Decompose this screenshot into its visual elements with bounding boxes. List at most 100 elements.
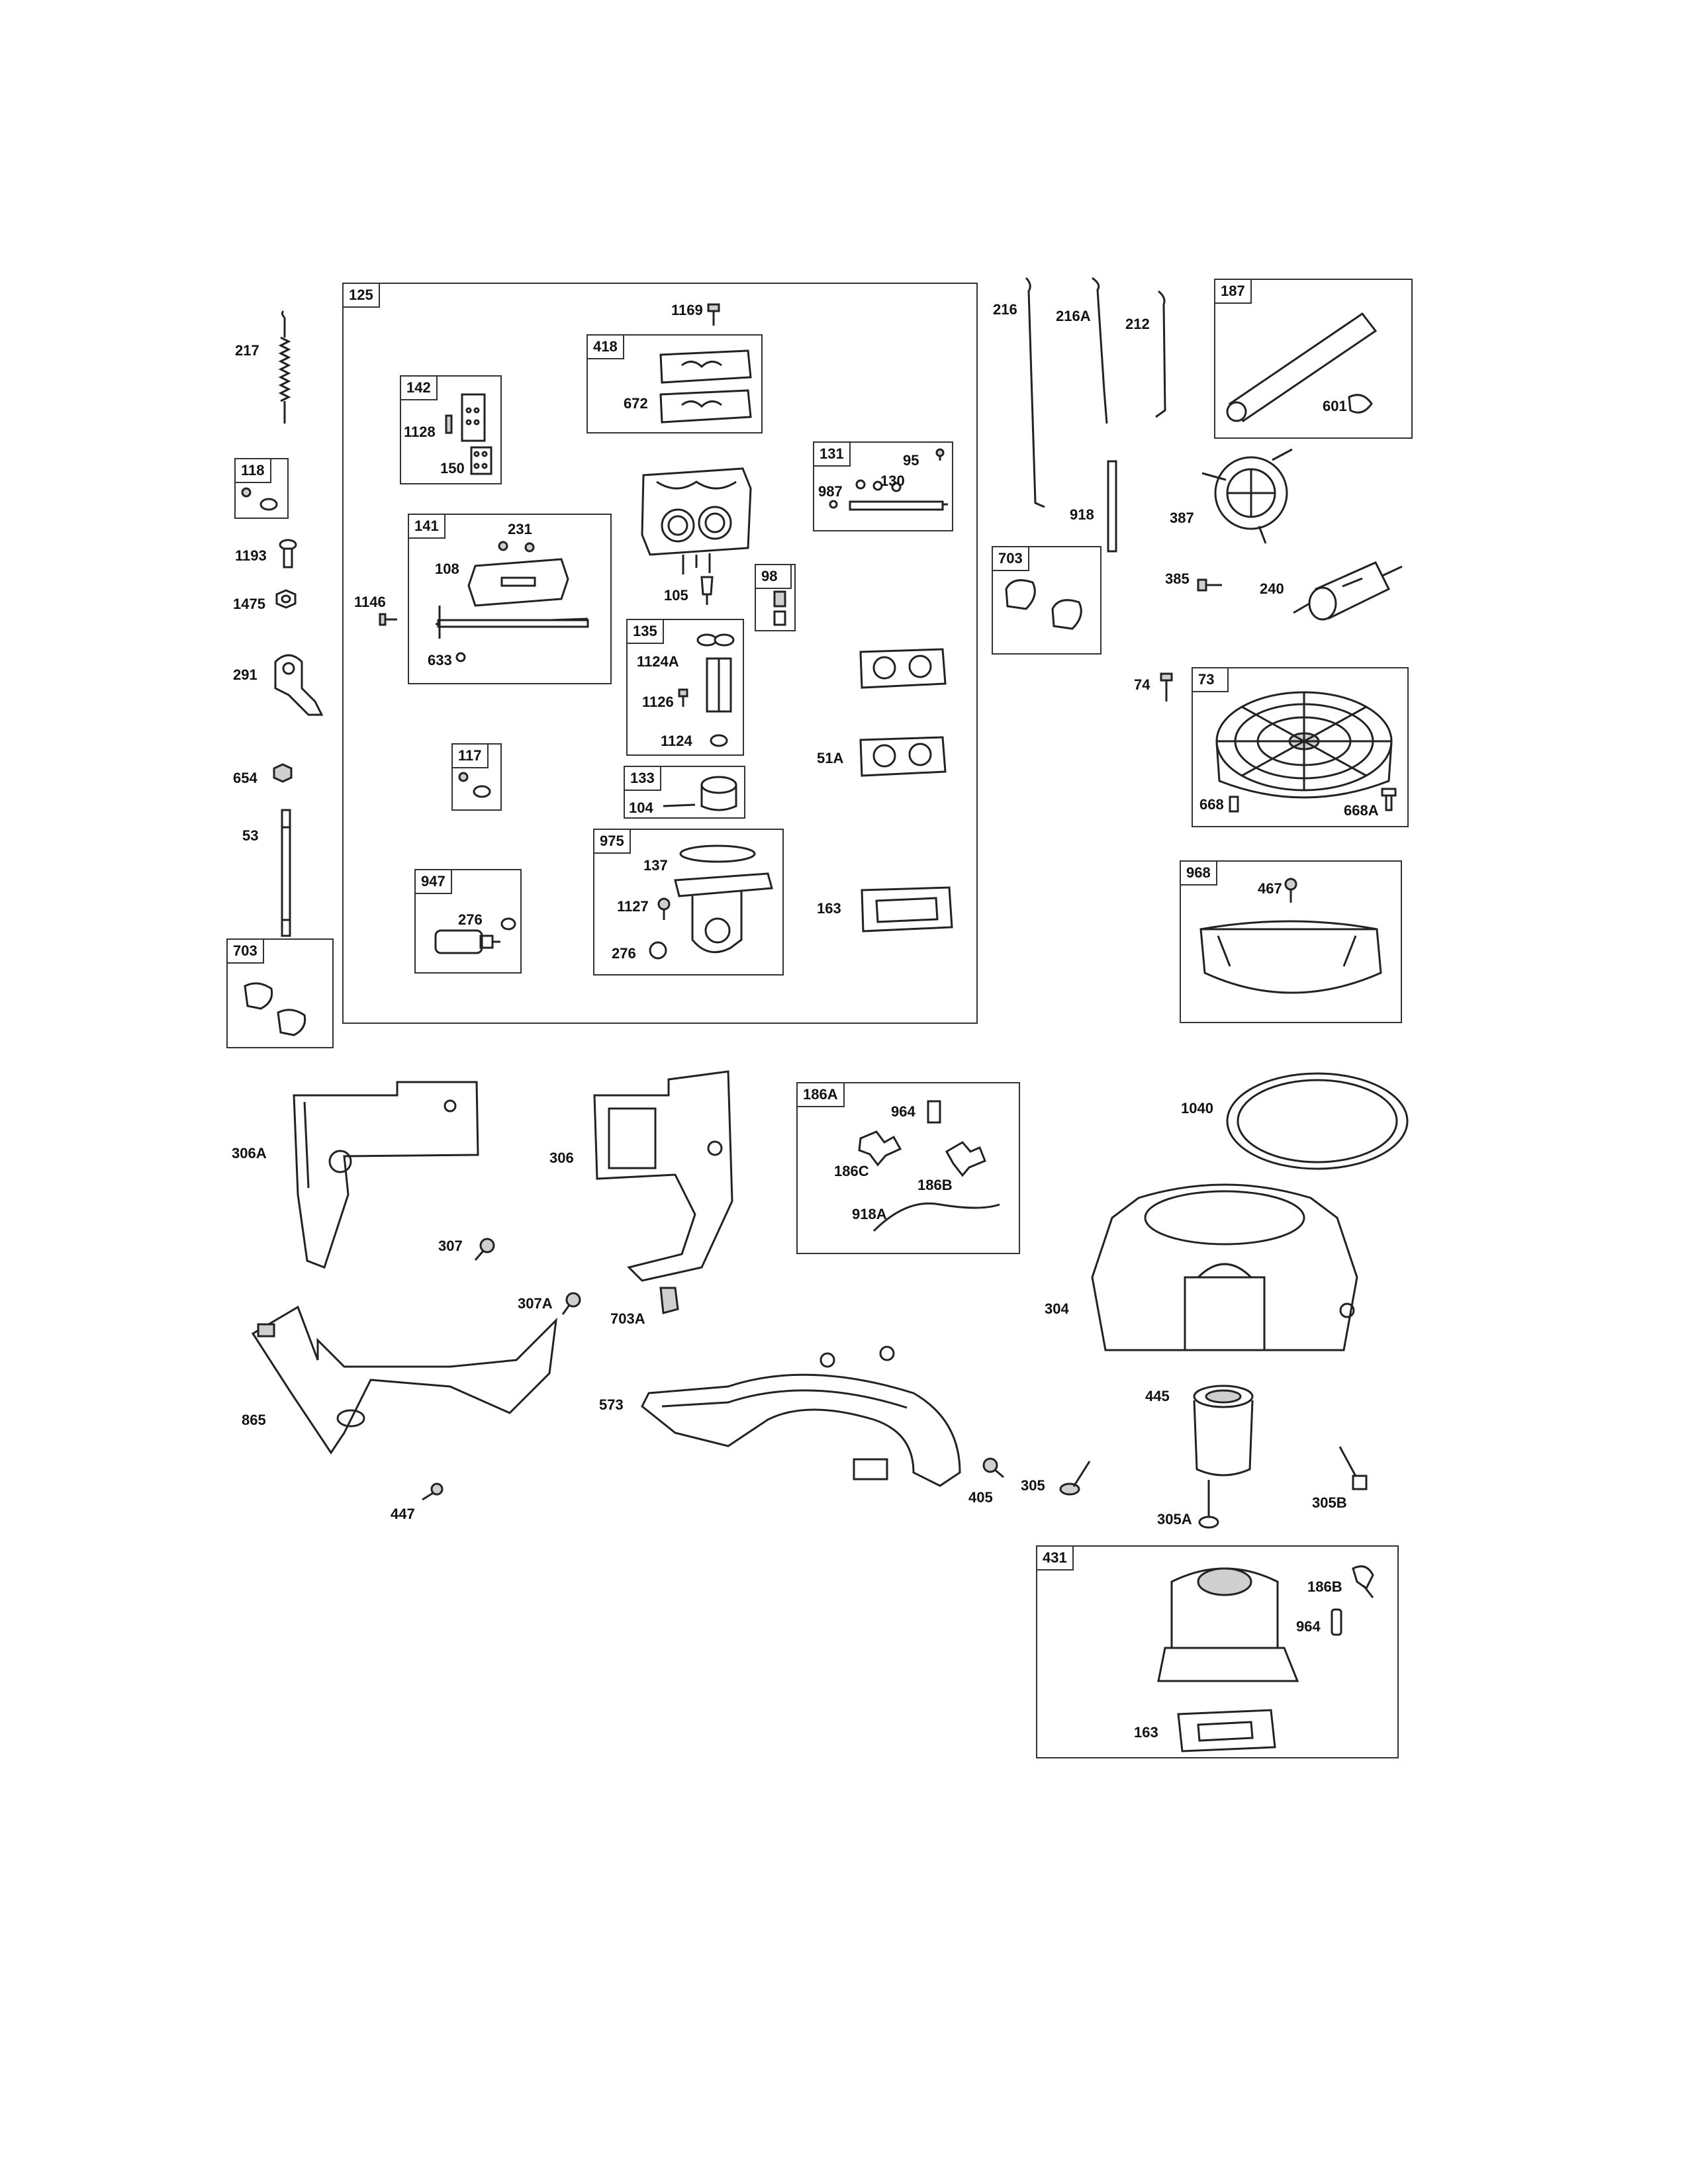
plate-142-drawing — [445, 393, 492, 475]
callout-216A: 216A — [1056, 308, 1091, 324]
screw-305-drawing — [1059, 1461, 1091, 1496]
callout-291: 291 — [233, 666, 258, 683]
group-135-box: 135 — [626, 619, 744, 756]
callout-1040: 1040 — [1181, 1100, 1213, 1116]
callout-654: 654 — [233, 770, 258, 786]
callout-104: 104 — [629, 799, 653, 816]
callout-307A: 307A — [518, 1295, 553, 1312]
gasket-672-drawing — [659, 349, 752, 424]
parts-135-drawing — [696, 633, 735, 747]
parts-131-drawing — [829, 479, 949, 511]
screen-73-drawing — [1215, 691, 1393, 799]
screw-668a-drawing — [1381, 788, 1397, 811]
callout-987: 987 — [818, 483, 843, 500]
group-431-box: 431 — [1036, 1545, 1399, 1758]
group-98-label: 98 — [756, 565, 792, 589]
tube-918-drawing — [1107, 460, 1117, 553]
callout-217: 217 — [235, 342, 259, 359]
callout-405: 405 — [968, 1489, 993, 1506]
callout-163b: 163 — [1134, 1724, 1158, 1741]
screw-405-drawing — [982, 1457, 1004, 1479]
callout-467: 467 — [1258, 880, 1282, 897]
group-186a-label: 186A — [798, 1083, 845, 1107]
air-cleaner-431-drawing — [1157, 1567, 1299, 1752]
callout-601: 601 — [1323, 398, 1347, 414]
callout-703A: 703A — [610, 1310, 645, 1327]
group-186a-box: 186A — [796, 1082, 1020, 1254]
group-141-box: 141 — [408, 514, 612, 684]
group-135-label: 135 — [628, 620, 664, 644]
group-968-box: 968 — [1180, 860, 1402, 1023]
callout-276a: 276 — [458, 911, 483, 928]
callout-1126: 1126 — [642, 694, 674, 710]
callout-186B-2: 186B — [1307, 1578, 1342, 1595]
fuel-filter-240-drawing — [1293, 561, 1403, 621]
callout-105: 105 — [664, 587, 688, 604]
fuel-pump-387-drawing — [1201, 448, 1293, 544]
callout-447: 447 — [391, 1506, 415, 1522]
shroud-306a-drawing — [293, 1081, 479, 1269]
nut-1475-drawing — [275, 589, 297, 609]
solenoid-947-drawing — [434, 917, 516, 954]
callout-306A: 306A — [232, 1145, 267, 1161]
group-73-label: 73 — [1193, 668, 1229, 692]
callout-276b: 276 — [612, 945, 636, 962]
callout-305B: 305B — [1312, 1494, 1347, 1511]
group-142-box: 142 — [400, 375, 502, 484]
bracket-291-drawing — [274, 654, 324, 716]
bracket-865-drawing — [251, 1305, 558, 1455]
group-975-label: 975 — [594, 830, 631, 854]
gasket-163a-drawing — [861, 886, 953, 933]
callout-95: 95 — [903, 452, 919, 469]
callout-672: 672 — [624, 395, 648, 412]
callout-445: 445 — [1145, 1388, 1170, 1404]
callout-240: 240 — [1260, 580, 1284, 597]
parts-141-drawing — [435, 541, 589, 662]
callout-1169: 1169 — [671, 302, 703, 318]
parts-118-drawing — [241, 487, 278, 511]
clamps-703b-drawing — [244, 982, 306, 1036]
parts-98-drawing — [773, 590, 786, 626]
parts-975-drawing — [674, 844, 773, 954]
callout-387: 387 — [1170, 510, 1194, 526]
housing-304-drawing — [1091, 1183, 1358, 1351]
callout-53: 53 — [242, 827, 259, 844]
callout-74: 74 — [1134, 676, 1150, 693]
group-703a-label: 703 — [993, 547, 1029, 571]
callout-573: 573 — [599, 1396, 624, 1413]
screw-305b-drawing — [1338, 1446, 1368, 1490]
group-187-box: 187 — [1214, 279, 1413, 439]
group-142-label: 142 — [401, 377, 438, 400]
screw-385-drawing — [1197, 578, 1222, 592]
group-73-box: 73 — [1192, 667, 1409, 827]
screw-1126-drawing — [678, 688, 688, 707]
carburetor-body-drawing — [641, 467, 752, 574]
fitting-186b-drawing — [1352, 1565, 1374, 1598]
screw-1127-drawing — [657, 897, 671, 920]
callout-150: 150 — [440, 460, 465, 477]
nut-654-drawing — [273, 763, 293, 783]
cover-968-drawing — [1199, 878, 1382, 994]
callout-1124A: 1124A — [637, 653, 679, 670]
screw-307a-drawing — [561, 1292, 581, 1315]
callout-304: 304 — [1045, 1300, 1069, 1317]
group-703b-box: 703 — [226, 938, 334, 1048]
callout-51A: 51A — [817, 750, 844, 766]
group-131-label: 131 — [814, 443, 851, 467]
group-975-box: 975 — [593, 829, 784, 976]
callout-1193: 1193 — [235, 547, 267, 564]
group-418-label: 418 — [588, 336, 624, 359]
screw-1169-drawing — [707, 303, 720, 326]
group-947-box: 947 — [414, 869, 522, 974]
group-947-label: 947 — [416, 870, 452, 894]
callout-1127: 1127 — [617, 898, 649, 915]
callout-668: 668 — [1199, 796, 1224, 813]
screw-447-drawing — [422, 1482, 444, 1501]
group-125-label: 125 — [344, 284, 380, 308]
screw-307-drawing — [474, 1238, 495, 1261]
group-703a-box: 703 — [992, 546, 1102, 655]
callout-163a: 163 — [817, 900, 841, 917]
callout-918: 918 — [1070, 506, 1094, 523]
screw-105-drawing — [700, 576, 714, 605]
